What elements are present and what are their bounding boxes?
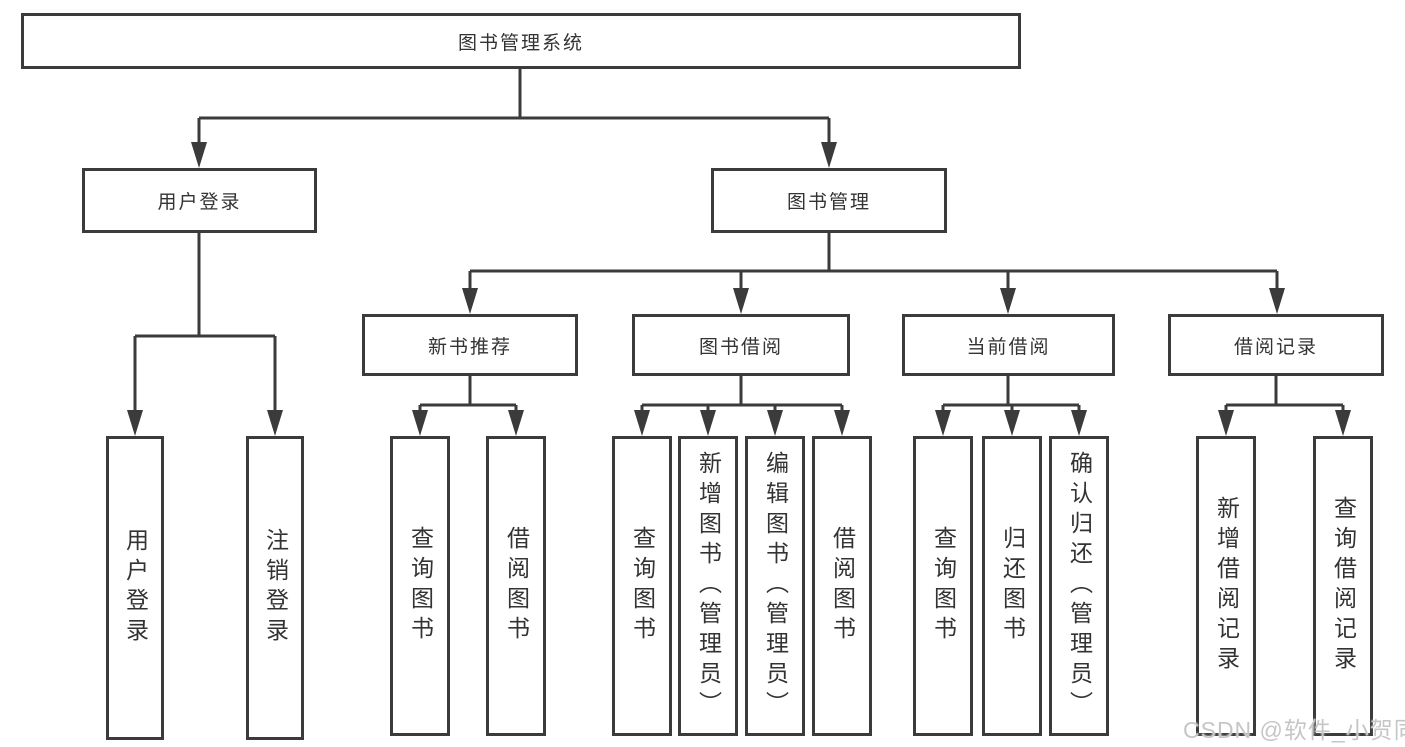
node-new-book-recommend: 新书推荐 [362, 314, 578, 376]
leaf-label: 查询图书 [930, 526, 957, 646]
leaf-label: 新增图书（管理员） [695, 451, 722, 721]
connector-root-to-level2 [197, 69, 831, 146]
csdn-watermark: CSDN @软件_小贺同学 [1183, 717, 1405, 743]
leaf-borrow-books: 借阅图书 [812, 436, 872, 736]
leaf-edit-books-admin: 编辑图书（管理员） [745, 436, 805, 736]
arrow-down-icon [935, 410, 951, 436]
leaf-query-borrow-record: 查询借阅记录 [1313, 436, 1373, 736]
leaf-label: 借阅图书 [829, 526, 856, 646]
leaf-confirm-return-admin: 确认归还（管理员） [1049, 436, 1109, 736]
arrow-down-icon [127, 410, 143, 436]
node-library-management-system: 图书管理系统 [21, 13, 1021, 69]
arrow-down-icon [191, 142, 207, 168]
arrow-down-icon [821, 142, 837, 168]
leaf-label: 编辑图书（管理员） [762, 451, 789, 721]
arrow-down-icon [834, 410, 850, 436]
leaf-label: 确认归还（管理员） [1066, 451, 1093, 721]
leaf-label: 查询图书 [407, 526, 434, 646]
leaf-borrow-books: 借阅图书 [486, 436, 546, 736]
node-book-borrow: 图书借阅 [632, 314, 850, 376]
leaf-label: 归还图书 [999, 526, 1026, 646]
arrow-down-icon [1000, 288, 1016, 314]
connector-current-borrow-to-leaves [941, 376, 1081, 414]
arrow-down-icon [733, 288, 749, 314]
arrow-down-icon [700, 410, 716, 436]
node-book-management: 图书管理 [711, 168, 947, 233]
leaf-return-books: 归还图书 [982, 436, 1042, 736]
arrow-down-icon [412, 410, 428, 436]
arrow-down-icon [1218, 410, 1234, 436]
leaf-add-books-admin: 新增图书（管理员） [678, 436, 738, 736]
connector-book-management-to-level3 [468, 233, 1279, 292]
leaf-label: 查询图书 [629, 526, 656, 646]
node-borrow-records: 借阅记录 [1168, 314, 1384, 376]
arrow-down-icon [1269, 288, 1285, 314]
connector-user-login-to-leaves [133, 233, 277, 414]
arrow-down-icon [634, 410, 650, 436]
arrow-down-icon [767, 410, 783, 436]
connector-book-borrow-to-leaves [640, 376, 844, 414]
leaf-logout: 注销登录 [246, 436, 304, 740]
leaf-query-books: 查询图书 [612, 436, 672, 736]
connector-borrow-records-to-leaves [1224, 376, 1345, 414]
leaf-label: 用户登录 [122, 528, 149, 648]
leaf-label: 注销登录 [262, 528, 289, 648]
leaf-label: 借阅图书 [503, 526, 530, 646]
arrow-down-icon [1004, 410, 1020, 436]
leaf-query-books: 查询图书 [913, 436, 973, 736]
arrow-down-icon [1071, 410, 1087, 436]
leaf-query-books: 查询图书 [390, 436, 450, 736]
node-current-borrow: 当前借阅 [902, 314, 1115, 376]
connector-new-book-recommend-to-leaves [418, 376, 518, 414]
arrow-down-icon [508, 410, 524, 436]
node-user-login: 用户登录 [82, 168, 317, 233]
leaf-label: 查询借阅记录 [1330, 496, 1357, 676]
arrow-down-icon [462, 288, 478, 314]
leaf-user-login: 用户登录 [106, 436, 164, 740]
arrow-down-icon [267, 410, 283, 436]
arrow-down-icon [1335, 410, 1351, 436]
leaf-add-borrow-record: 新增借阅记录 [1196, 436, 1256, 736]
leaf-label: 新增借阅记录 [1213, 496, 1240, 676]
